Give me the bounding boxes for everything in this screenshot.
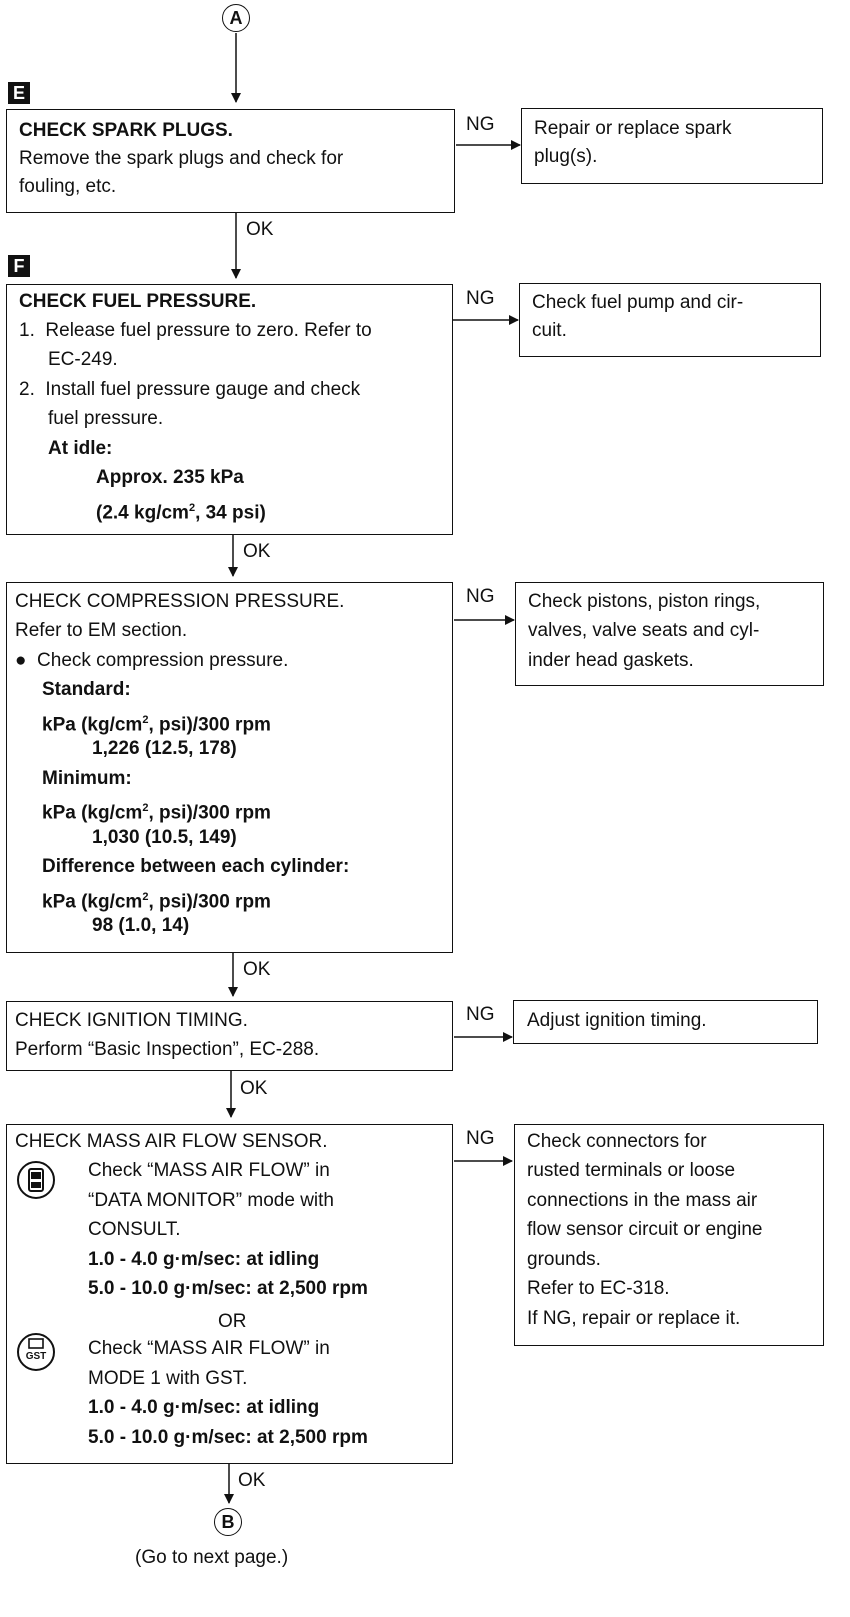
ng-action-maf-line4: flow sensor circuit or engine [527,1219,763,1240]
compression-minimum-value: 1,030 (10.5, 149) [92,827,237,848]
ng-label-compression: NG [466,586,495,607]
next-page-note: (Go to next page.) [135,1547,289,1568]
ng-label-fuel: NG [466,288,495,309]
gst-icon: GST [17,1333,55,1371]
ng-action-spark-box [521,108,823,184]
unit-post: , psi)/300 rpm [148,714,271,736]
fuel-at-idle: At idle: [48,438,113,459]
connector-a: A [222,4,250,32]
connector-b: B [214,1508,242,1536]
ng-action-ignition-box [513,1000,818,1044]
step-compression-title: CHECK COMPRESSION PRESSURE. [15,591,345,612]
step-maf-box [6,1124,453,1464]
or-label: OR [218,1311,247,1332]
step-maf-title: CHECK MASS AIR FLOW SENSOR. [15,1131,328,1152]
compression-unit-2: kPa (kg/cm2, psi)/300 rpm [42,794,271,827]
fuel-value2-pre: (2.4 kg/cm [96,502,189,524]
step-fuel-pressure-title: CHECK FUEL PRESSURE. [19,291,257,312]
ng-action-spark-line1: Repair or replace spark [534,118,732,139]
compression-unit-1: kPa (kg/cm2, psi)/300 rpm [42,706,271,739]
gst-icon-label: GST [26,1351,47,1362]
fuel-value2-post: , 34 psi) [195,502,266,524]
ignition-line1: Perform “Basic Inspection”, EC-288. [15,1039,320,1060]
maf-consult-2: “DATA MONITOR” mode with [88,1190,334,1211]
step-spark-plugs-box [6,109,455,213]
fuel-value2: (2.4 kg/cm2, 34 psi) [96,494,266,527]
compression-ref: Refer to EM section. [15,620,188,641]
compression-standard-label: Standard: [42,679,131,700]
step-spark-plugs-line2: fouling, etc. [19,176,117,197]
maf-spec-idle-2: 1.0 - 4.0 g·m/sec: at idling [88,1397,320,1418]
fuel-value1: Approx. 235 kPa [96,467,244,488]
ng-action-maf-box [514,1124,824,1346]
compression-bullet: ● Check compression pressure. [15,647,288,675]
unit-post: , psi)/300 rpm [148,891,271,913]
maf-spec-2500-2: 5.0 - 10.0 g·m/sec: at 2,500 rpm [88,1427,368,1448]
unit-pre: kPa (kg/cm [42,802,143,824]
step-fuel-pressure-box [6,284,453,535]
unit-pre: kPa (kg/cm [42,714,143,736]
fuel-item2-b: fuel pressure. [48,408,164,429]
consult-icon [17,1161,55,1199]
fuel-item1-b: EC-249. [48,349,118,370]
fuel-item1-a: 1. Release fuel pressure to zero. Refer … [19,320,372,341]
step-ignition-box [6,1001,453,1071]
compression-minimum-label: Minimum: [42,768,132,789]
compression-difference-label: Difference between each cylinder: [42,856,350,877]
unit-post: , psi)/300 rpm [148,802,271,824]
ng-action-ignition-line1: Adjust ignition timing. [527,1010,707,1031]
ng-label-ignition: NG [466,1004,495,1025]
bullet-icon: ● [15,650,38,671]
ng-action-spark-line2: plug(s). [534,146,598,167]
fuel-value2-sup: 2 [188,502,196,514]
ok-label-spark: OK [246,219,274,240]
ng-action-compression-box [515,582,824,686]
ng-action-maf-line1: Check connectors for [527,1131,707,1152]
ng-action-fuel-line2: cuit. [532,320,567,341]
ng-label-maf: NG [466,1128,495,1149]
step-spark-plugs-title: CHECK SPARK PLUGS. [19,120,233,141]
ng-action-fuel-line1: Check fuel pump and cir- [532,292,744,313]
ng-label-spark: NG [466,114,495,135]
step-tag-f: F [8,255,30,277]
maf-spec-idle-1: 1.0 - 4.0 g·m/sec: at idling [88,1249,320,1270]
unit-sup: 2 [142,802,149,814]
ng-action-maf-line5: grounds. [527,1249,601,1270]
step-ignition-title: CHECK IGNITION TIMING. [15,1010,248,1031]
ng-action-fuel-box [519,283,821,357]
ng-action-maf-line6: Refer to EC-318. [527,1278,670,1299]
maf-gst-1: Check “MASS AIR FLOW” in [88,1338,330,1359]
ng-action-maf-line7: If NG, repair or replace it. [527,1308,741,1329]
ok-label-compression: OK [243,959,271,980]
fuel-item2-a: 2. Install fuel pressure gauge and check [19,379,361,400]
unit-pre: kPa (kg/cm [42,891,143,913]
compression-unit-3: kPa (kg/cm2, psi)/300 rpm [42,883,271,916]
ng-action-compression-line3: inder head gaskets. [528,650,694,671]
maf-consult-3: CONSULT. [88,1219,181,1240]
ng-action-compression-line1: Check pistons, piston rings, [528,591,761,612]
maf-spec-2500-1: 5.0 - 10.0 g·m/sec: at 2,500 rpm [88,1278,368,1299]
compression-bullet-text: Check compression pressure. [37,650,289,671]
ok-label-maf: OK [238,1470,266,1491]
maf-consult-1: Check “MASS AIR FLOW” in [88,1160,330,1181]
step-tag-e: E [8,82,30,104]
unit-sup: 2 [142,714,149,726]
ng-action-maf-line2: rusted terminals or loose [527,1160,736,1181]
compression-standard-value: 1,226 (12.5, 178) [92,738,237,759]
step-spark-plugs-line1: Remove the spark plugs and check for [19,148,344,169]
ok-label-ignition: OK [240,1078,268,1099]
maf-gst-2: MODE 1 with GST. [88,1368,248,1389]
ng-action-maf-line3: connections in the mass air [527,1190,758,1211]
compression-difference-value: 98 (1.0, 14) [92,915,190,936]
step-compression-box [6,582,453,953]
ok-label-fuel: OK [243,541,271,562]
unit-sup: 2 [142,891,149,903]
ng-action-compression-line2: valves, valve seats and cyl- [528,620,760,641]
